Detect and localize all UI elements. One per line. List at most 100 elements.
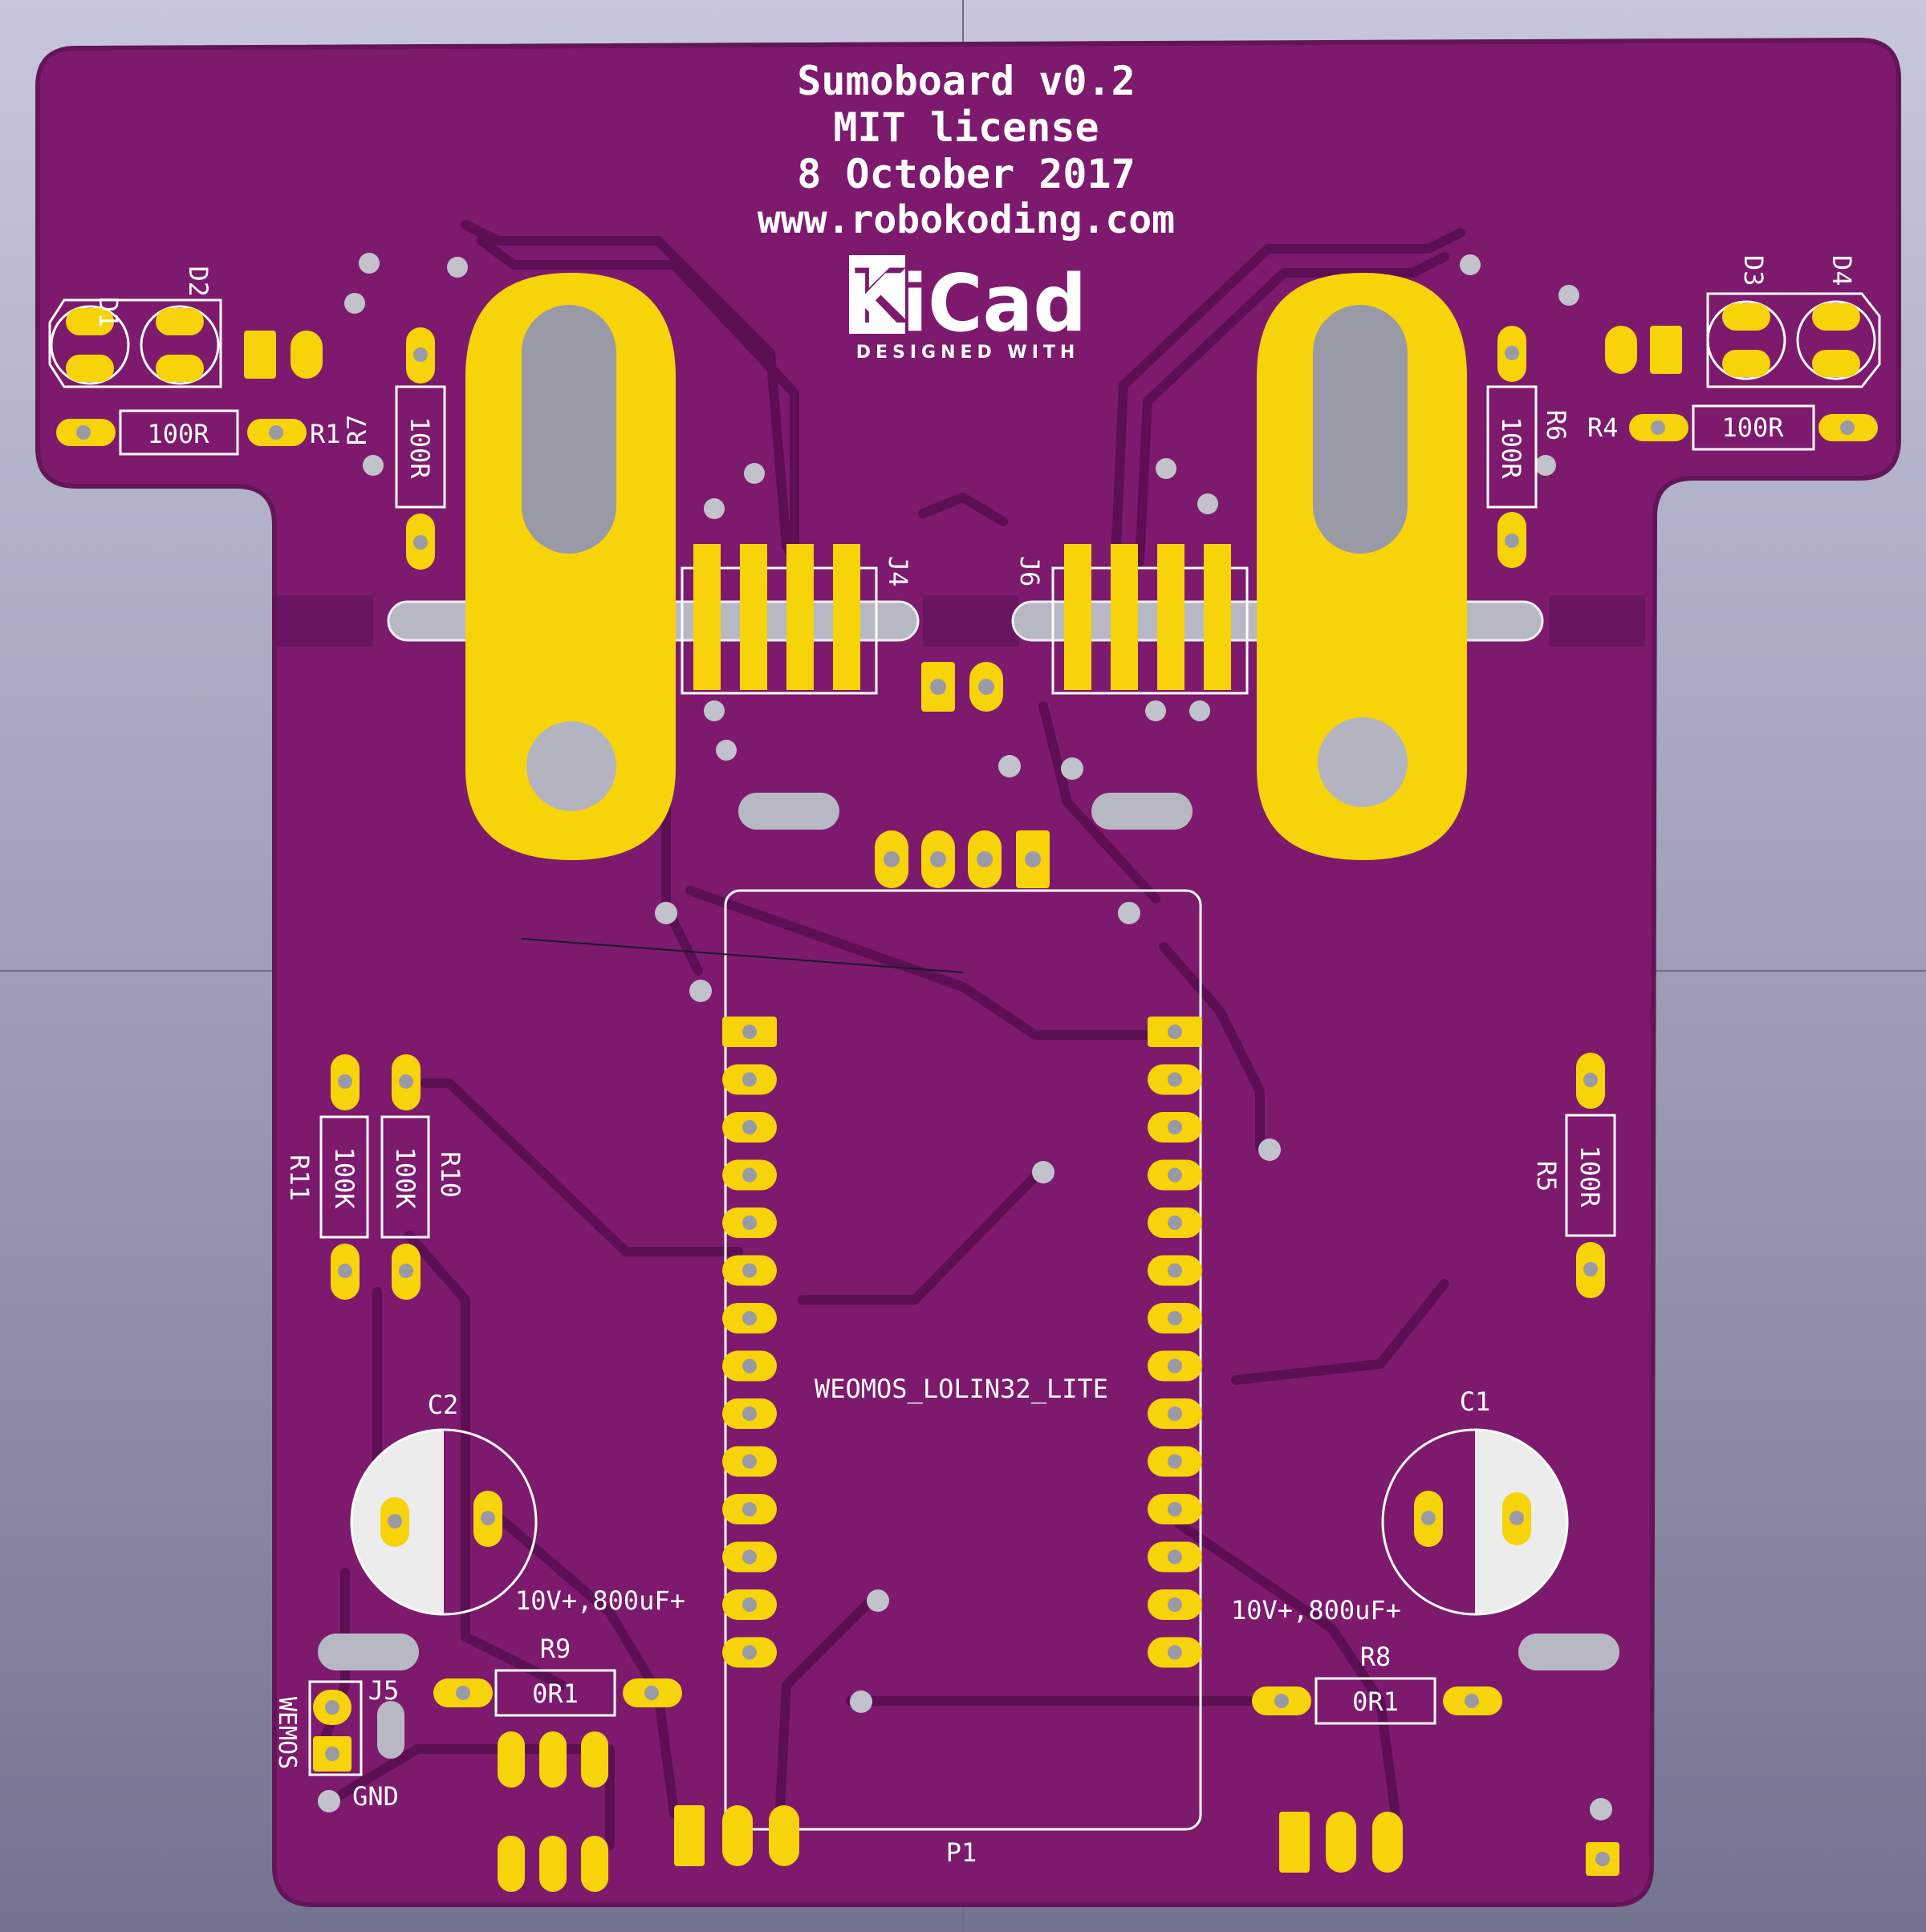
title-line-3: 8 October 2017: [797, 151, 1135, 197]
header-2pin-center[interactable]: [921, 662, 1003, 712]
value-c2: 10V+,800uF+: [515, 1585, 685, 1616]
label-gnd: GND: [352, 1781, 399, 1812]
module-pin-drill: [742, 1406, 757, 1421]
module-pin-drill: [742, 1597, 757, 1612]
label-r7: R7: [342, 415, 372, 446]
label-r11: R11: [284, 1155, 315, 1201]
module-pin-drill: [1168, 1597, 1182, 1612]
value-r7: 100R: [404, 416, 435, 479]
value-r6: 100R: [1496, 416, 1526, 479]
logo-text: KiCad: [844, 258, 1087, 350]
title-line-1: Sumoboard v0.2: [797, 58, 1135, 104]
capacitor-c1[interactable]: [1381, 1428, 1569, 1616]
module-pin-drill: [1168, 1358, 1182, 1374]
label-j4: J4: [883, 556, 913, 587]
module-pin-drill: [1168, 1167, 1182, 1183]
label-d1: D1: [93, 297, 124, 328]
transistor-pads-left-bottom[interactable]: [498, 1836, 608, 1892]
module-pin-drill: [1168, 1454, 1182, 1469]
module-pin-drill: [742, 1025, 757, 1039]
module-pin-drill: [1168, 1025, 1182, 1039]
value-r11: 100K: [329, 1147, 360, 1209]
module-pins-left[interactable]: [722, 1017, 777, 1668]
module-pin-drill: [742, 1311, 757, 1325]
mouse-bite-perforations: [277, 595, 1645, 647]
label-d4: D4: [1826, 255, 1857, 286]
module-pin-drill: [1168, 1645, 1182, 1660]
header-p1-right[interactable]: [1279, 1812, 1403, 1873]
label-j6: J6: [1014, 556, 1045, 587]
label-r1: R1: [310, 419, 341, 449]
connector-j4[interactable]: [681, 544, 878, 695]
motor-tab-left[interactable]: [465, 273, 676, 860]
module-pin-drill: [1168, 1549, 1182, 1565]
kicad-logo: K KiCad DESIGNED WITH: [844, 254, 1087, 363]
label-wemos: WEMOS: [273, 1697, 301, 1769]
resistor-r11[interactable]: [319, 1054, 369, 1300]
label-r5: R5: [1531, 1161, 1562, 1192]
value-r5: 100R: [1575, 1145, 1605, 1208]
module-pin-drill: [742, 1358, 757, 1374]
led-footprint-left[interactable]: [48, 298, 323, 388]
module-pin-drill: [742, 1072, 757, 1087]
resistor-r9[interactable]: [433, 1669, 682, 1717]
module-pins-right[interactable]: [1148, 1017, 1202, 1668]
module-pin-drill: [742, 1502, 757, 1516]
label-c2: C2: [428, 1390, 459, 1420]
header-p1-left[interactable]: [674, 1805, 799, 1866]
label-r6: R6: [1541, 410, 1571, 441]
value-r10: 100K: [390, 1147, 421, 1209]
module-pin-drill: [742, 1645, 757, 1660]
label-r9: R9: [540, 1634, 571, 1664]
stray-line: [521, 938, 964, 973]
motor-tab-right[interactable]: [1257, 273, 1467, 860]
resistor-r7[interactable]: [395, 327, 446, 570]
transistor-pads-left-top[interactable]: [498, 1731, 608, 1788]
svg-text:K: K: [848, 254, 909, 341]
resistor-r8[interactable]: [1252, 1677, 1502, 1725]
resistor-r5[interactable]: [1565, 1053, 1616, 1298]
vias: [318, 253, 1612, 1820]
connector-j6[interactable]: [1051, 544, 1249, 695]
label-r4: R4: [1587, 412, 1619, 443]
header-j5[interactable]: [308, 1680, 363, 1776]
label-d3: D3: [1738, 255, 1769, 286]
value-r8: 0R1: [1352, 1686, 1399, 1717]
module-pin-drill: [742, 1120, 757, 1134]
label-d2: D2: [183, 266, 213, 297]
label-r10: R10: [435, 1151, 465, 1198]
module-pin-drill: [742, 1549, 757, 1565]
pad-bottom-right[interactable]: [1586, 1842, 1619, 1876]
capacitor-c2[interactable]: [350, 1428, 538, 1616]
resistor-r6[interactable]: [1486, 326, 1538, 568]
module-pin-drill: [1168, 1406, 1182, 1421]
silkscreen-text-layer: Sumoboard v0.2 MIT license 8 October 201…: [93, 58, 1857, 1868]
module-pin-drill: [742, 1454, 757, 1469]
module-pin-drill: [1168, 1072, 1182, 1087]
oval-slots: [318, 793, 1619, 1759]
resistor-r4[interactable]: [1629, 404, 1878, 451]
value-r9: 0R1: [532, 1678, 579, 1709]
label-r8: R8: [1360, 1642, 1392, 1672]
label-module: WEOMOS_LOLIN32_LITE: [815, 1374, 1108, 1404]
resistor-r10[interactable]: [380, 1054, 430, 1300]
trace-layer: [316, 220, 1465, 1850]
module-pin-drill: [1168, 1311, 1182, 1325]
module-pin-drill: [742, 1167, 757, 1183]
title-line-2: MIT license: [833, 104, 1099, 151]
module-pin-drill: [1168, 1216, 1182, 1230]
value-c1: 10V+,800uF+: [1231, 1595, 1401, 1626]
value-r4: 100R: [1721, 412, 1784, 443]
label-p1: P1: [946, 1837, 977, 1868]
module-pin-drill: [1168, 1263, 1182, 1278]
header-4pin[interactable]: [875, 830, 1050, 888]
module-pin-drill: [742, 1216, 757, 1230]
value-r1: 100R: [147, 419, 209, 449]
title-line-4: www.robokoding.com: [758, 197, 1175, 242]
label-j5: J5: [368, 1675, 400, 1706]
led-footprint-right[interactable]: [1605, 292, 1881, 388]
module-pin-drill: [742, 1263, 757, 1278]
resistor-r1[interactable]: [56, 409, 307, 456]
module-pin-drill: [1168, 1502, 1182, 1516]
